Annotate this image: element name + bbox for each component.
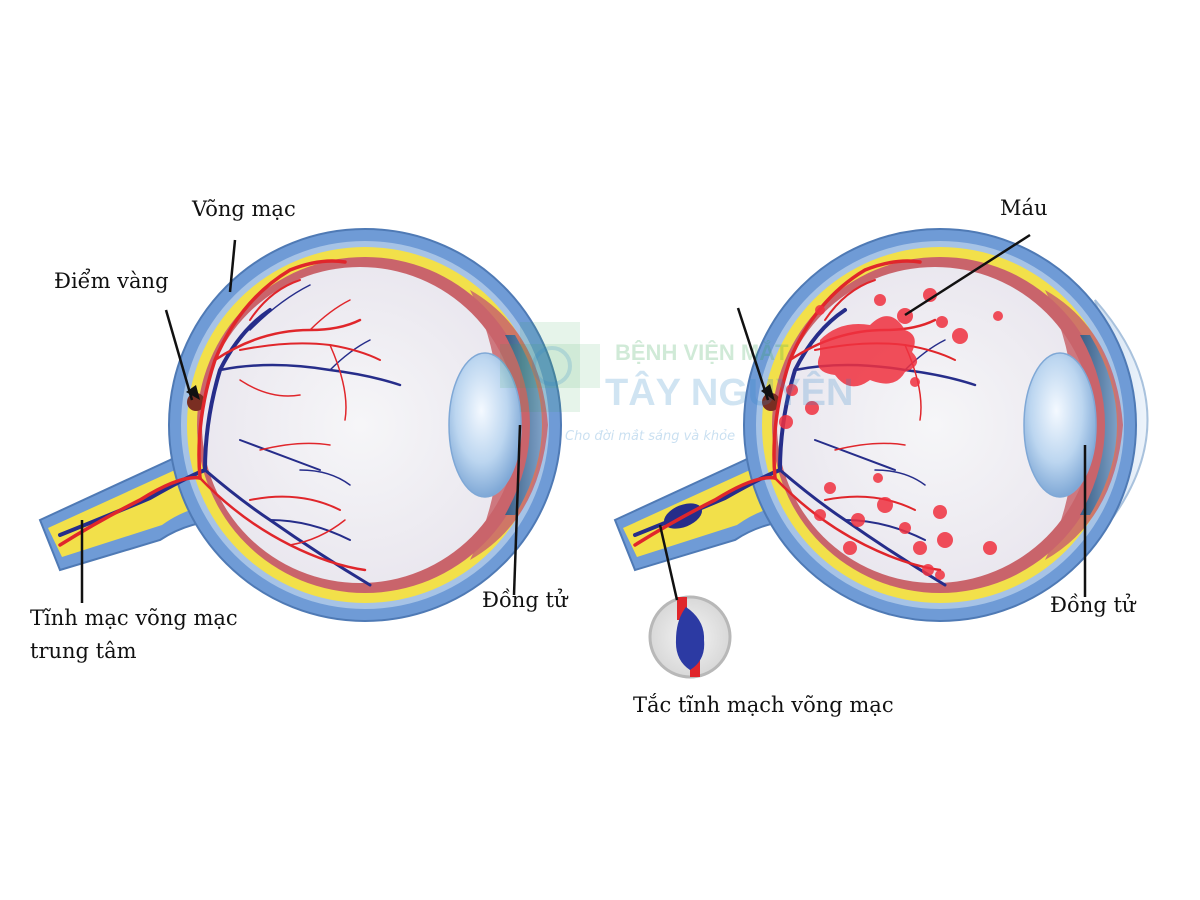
label-tac-tinh-mach: Tắc tĩnh mạch võng mạc [633,693,894,717]
label-tinh-mach-line1: Tĩnh mạc võng mạc [30,606,238,630]
normal-eye [38,228,562,622]
iris [1080,335,1117,515]
retinal-arteries [58,259,381,572]
watermark-tagline: Cho đời mắt sáng và khỏe [565,429,735,444]
label-mau: Máu [1000,196,1048,220]
vitreous-body [202,267,518,583]
watermark-eye-icon [532,346,572,386]
hemorrhages [779,288,1003,580]
leader-lines [80,233,1087,603]
label-dong-tu-left: Đồng tử [482,588,569,612]
hospital-watermark: BỆNH VIỆN MẮT TÂY NGUYÊN Cho đời mắt sán… [500,322,853,444]
label-tinh-mach-line2: trung tâm [30,639,137,663]
occluded-eye [613,228,1149,622]
lens [448,352,522,498]
label-diem-vang: Điểm vàng [54,269,169,293]
label-dong-tu-right: Đồng tử [1050,593,1137,617]
watermark-line2: TÂY NGUYÊN [605,370,853,414]
hemorrhage-cluster [817,316,918,387]
lens [1023,352,1097,498]
watermark-logo-cross [520,322,580,412]
occlusion-magnifier [648,595,732,679]
label-vong-mac: Võng mạc [191,197,296,221]
watermark-line1: BỆNH VIỆN MẮT [615,340,789,365]
iris [505,335,542,515]
